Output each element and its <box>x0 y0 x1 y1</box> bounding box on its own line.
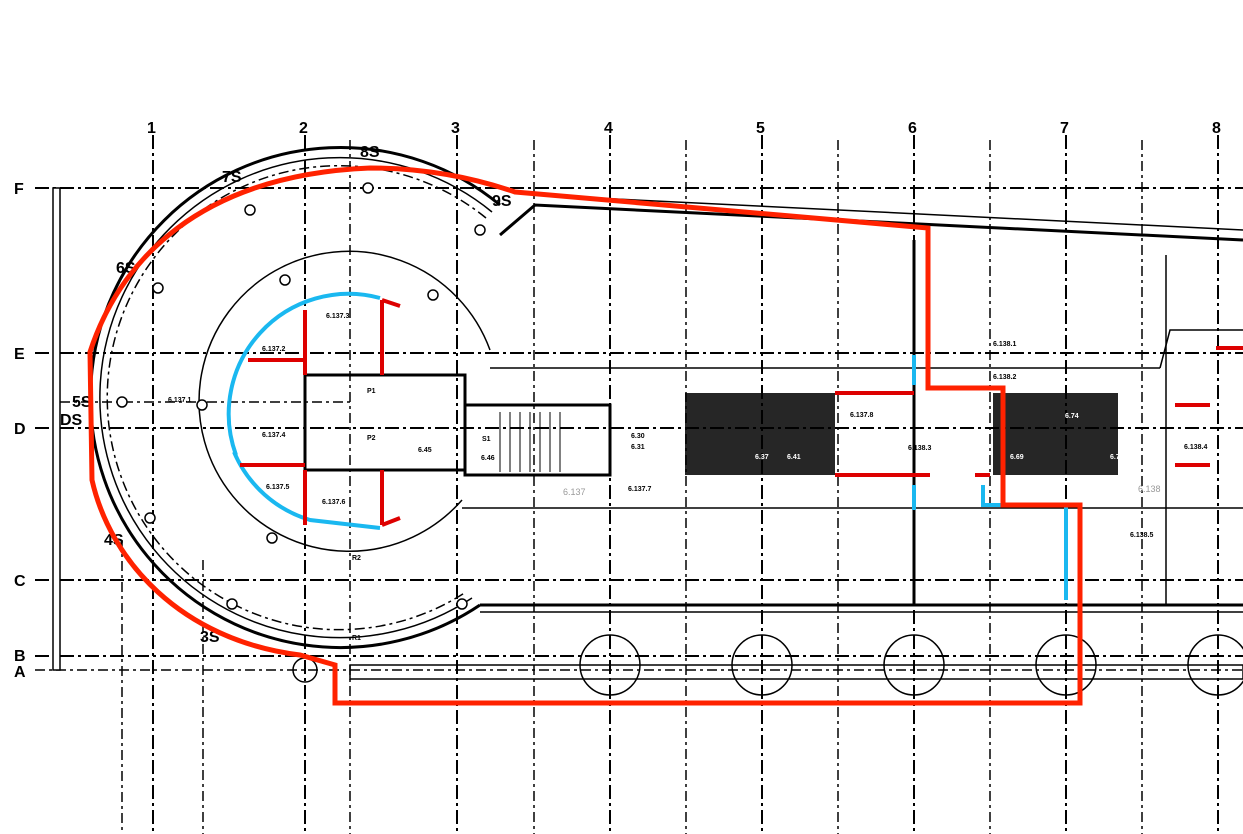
room-label: 6.41 <box>787 454 801 461</box>
col-9S: 9S <box>492 193 512 210</box>
marker-R1: R1 <box>352 635 361 642</box>
grid-axes <box>35 135 1243 834</box>
room-label: 6.37 <box>755 454 769 461</box>
building-walls <box>89 146 1243 696</box>
room-label: 6.74 <box>1065 413 1079 420</box>
grid-col-7: 7 <box>1060 120 1069 137</box>
room-labels: 6.137.1 6.137.2 6.137.3 6.137.4 6.137.5 … <box>168 313 1207 539</box>
grid-col-3: 3 <box>451 120 460 137</box>
zone-boundary <box>87 165 1083 706</box>
grid-col-1: 1 <box>147 120 156 137</box>
room-label: 6.138.4 <box>1184 444 1207 451</box>
room-label: 6.46 <box>481 455 495 462</box>
grid-col-6: 6 <box>908 120 917 137</box>
room-label: S1 <box>482 436 491 443</box>
grid-col-4: 4 <box>604 120 613 137</box>
room-label: 6.137.3 <box>326 313 349 320</box>
grid-row-C: C <box>14 573 26 590</box>
grid-row-A: A <box>14 664 26 681</box>
room-label: 6.69 <box>1010 454 1024 461</box>
room-label: 6.137.8 <box>850 412 873 419</box>
room-label: 6.138.3 <box>908 445 931 452</box>
room-label: 6.76 <box>1110 454 1124 461</box>
room-label: 6.138.2 <box>993 374 1016 381</box>
room-label: 6.30 <box>631 433 645 440</box>
room-label: 6.31 <box>631 444 645 451</box>
room-label: 6.137.7 <box>628 486 651 493</box>
left-column-strip <box>52 187 61 671</box>
zone-label: 6.137 <box>563 487 586 497</box>
room-label: P2 <box>367 435 376 442</box>
room-label: 6.137.4 <box>262 432 285 439</box>
room-label: 6.45 <box>418 447 432 454</box>
marker-R2: R2 <box>352 555 361 562</box>
room-label: 6.137.2 <box>262 346 285 353</box>
partitions <box>240 298 1243 527</box>
grid-row-B: B <box>14 648 26 665</box>
grid-row-F: F <box>14 181 24 198</box>
room-label: 6.138.1 <box>993 341 1016 348</box>
grid-row-E: E <box>14 346 25 363</box>
column-markers <box>116 182 486 610</box>
room-label: 6.137.6 <box>322 499 345 506</box>
room-label: 6.137.1 <box>168 397 191 404</box>
col-DS: DS <box>60 412 83 429</box>
zone-label: 6.138 <box>1138 484 1161 494</box>
room-label: P1 <box>367 388 376 395</box>
grid-col-5: 5 <box>756 120 765 137</box>
room-label: 6.138.5 <box>1130 532 1153 539</box>
grid-col-2: 2 <box>299 120 308 137</box>
col-5S: 5S <box>72 394 92 411</box>
grid-row-D: D <box>14 421 26 438</box>
grid-col-8: 8 <box>1212 120 1221 137</box>
grid-labels: 1 2 3 4 5 6 7 8 F E D C B A 3S 4S 5S DS … <box>14 120 1221 681</box>
room-label: 6.137.5 <box>266 484 289 491</box>
